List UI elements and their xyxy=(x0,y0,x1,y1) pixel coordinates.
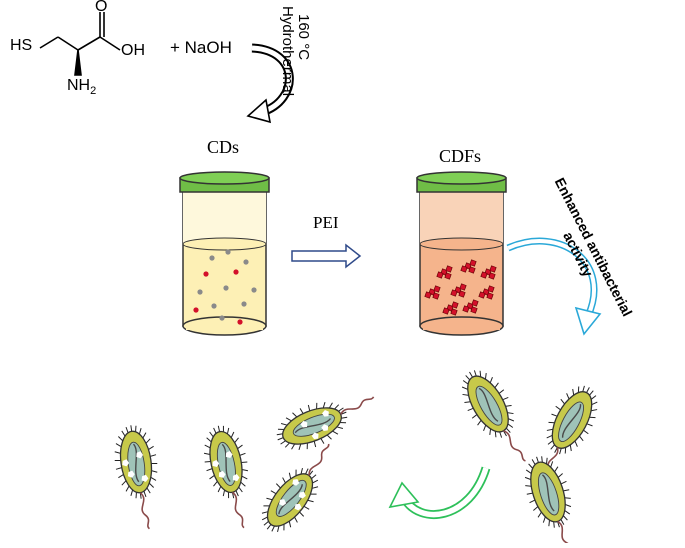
nanoparticle-cluster-icon xyxy=(480,265,497,280)
jar-bottom-fill xyxy=(186,326,263,330)
damaged-bacterium-icon xyxy=(114,425,158,530)
red-dot xyxy=(237,319,243,325)
jar-headspace xyxy=(420,190,503,244)
damaged-bacterium-icon xyxy=(203,425,249,529)
bond-s-c xyxy=(39,36,59,49)
jar-lid-top xyxy=(179,171,270,185)
amine-subscript: 2 xyxy=(90,85,97,98)
amine-text: NH xyxy=(67,77,91,94)
red-dot xyxy=(193,307,199,313)
grey-dot xyxy=(243,259,249,265)
grey-dot xyxy=(251,287,257,293)
wedge-bond xyxy=(74,49,82,76)
jar-headspace xyxy=(183,190,266,244)
bacterium-icon xyxy=(524,456,574,548)
nanoparticle-cluster-icon xyxy=(424,285,441,300)
nanoparticle-cluster-icon xyxy=(462,299,479,314)
nanoparticle-cluster-icon xyxy=(436,265,453,280)
green-curved-arrow-icon xyxy=(388,466,491,519)
grey-dot xyxy=(209,255,215,261)
bacterium-icon xyxy=(461,370,526,462)
bacterium-icon xyxy=(542,385,598,483)
red-dot xyxy=(203,271,209,277)
quantum-dots xyxy=(193,249,257,325)
curved-arrow-icon xyxy=(246,43,294,124)
pei-label: PEI xyxy=(313,213,339,232)
jar-bottom-fill xyxy=(423,326,500,330)
red-dot xyxy=(233,269,239,275)
transfer-arrow xyxy=(291,243,362,269)
damaged-bacterium-icon xyxy=(261,443,330,532)
nanoparticle-cluster-icon xyxy=(478,285,495,300)
bond-c-oh xyxy=(99,36,121,51)
cyan-curved-arrow-icon xyxy=(506,237,602,336)
bacteria-group xyxy=(114,370,598,548)
carbonyl-o-label: O xyxy=(95,0,108,15)
nanoparticle-cluster-icon xyxy=(450,283,467,298)
naoh-label: + NaOH xyxy=(170,38,232,57)
liquid-surface xyxy=(182,237,267,251)
grey-dot xyxy=(219,315,225,321)
grey-dot xyxy=(225,249,231,255)
grey-dot xyxy=(197,289,203,295)
vessel-cdfs xyxy=(416,171,507,336)
grey-dot xyxy=(211,303,217,309)
vessel-cds xyxy=(179,171,270,336)
nanoparticle-cluster-icon xyxy=(442,301,459,316)
amine-label: NH2 xyxy=(67,77,96,97)
bond-ca-c xyxy=(77,36,101,51)
grey-dot xyxy=(223,285,229,291)
damaged-bacterium-icon xyxy=(276,396,375,451)
nanoparticle-cluster-group xyxy=(424,259,497,316)
thiol-label: HS xyxy=(10,37,33,54)
vessel-label-cdfs: CDFs xyxy=(439,146,482,166)
hydroxyl-label: OH xyxy=(121,42,145,59)
grey-dot xyxy=(241,301,247,307)
jar-lid-top xyxy=(416,171,507,185)
nanoparticle-cluster-icon xyxy=(460,259,477,274)
method-label: Hydrothermal xyxy=(279,6,296,97)
vessel-label-cds: CDs xyxy=(207,137,240,157)
temperature-label: 160 °C xyxy=(295,14,312,61)
liquid-surface xyxy=(419,237,504,251)
bond-c-ca xyxy=(57,36,79,51)
cysteine-structure xyxy=(39,12,121,76)
